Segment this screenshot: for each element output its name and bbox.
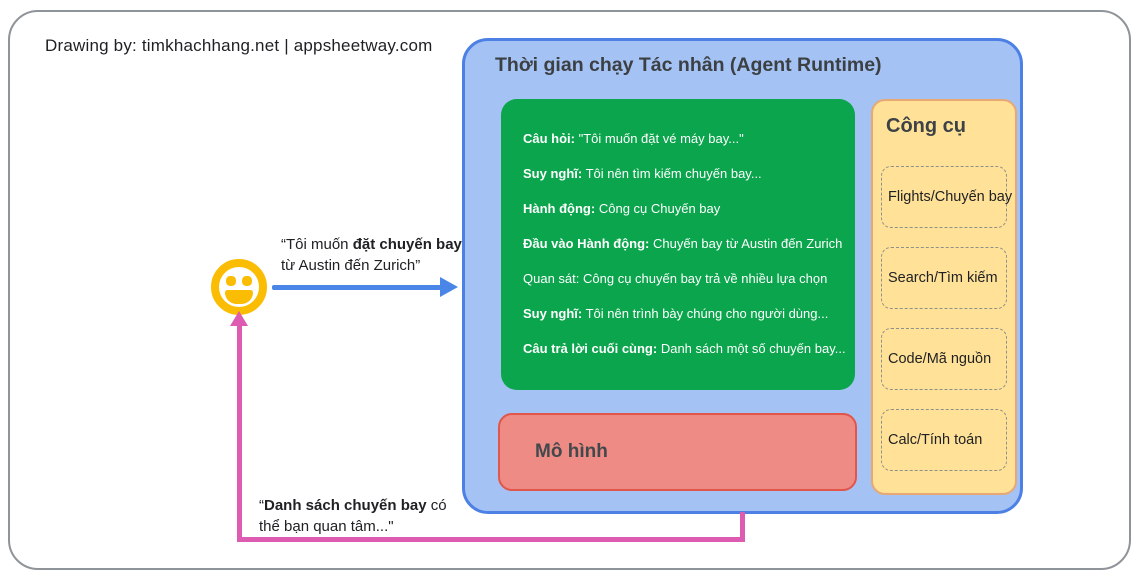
- feedback-bold: Danh sách chuyến bay: [264, 497, 427, 514]
- agent-runtime-panel: Thời gian chạy Tác nhân (Agent Runtime) …: [462, 38, 1023, 514]
- feedback-line2: thể bạn quan tâm...": [259, 518, 394, 535]
- trace-line-label: Suy nghĩ:: [523, 306, 583, 321]
- model-box: Mô hình: [498, 413, 857, 491]
- user-request-line2: từ Austin đến Zurich”: [281, 257, 421, 274]
- trace-line-text: Danh sách một số chuyến bay...: [660, 341, 846, 356]
- trace-line: Suy nghĩ: Tôi nên tìm kiếm chuyến bay...: [523, 165, 833, 182]
- feedback-rest: có: [426, 497, 447, 514]
- feedback-prefix: “: [259, 497, 264, 514]
- trace-line-label: Suy nghĩ:: [523, 166, 583, 181]
- agent-runtime-title: Thời gian chạy Tác nhân (Agent Runtime): [495, 54, 882, 76]
- tool-item-code: Code/Mã nguồn: [881, 328, 1007, 390]
- feedback-arrow-segment-right: [740, 512, 745, 540]
- trace-line-text: Tôi nên trình bày chúng cho người dùng..…: [585, 306, 829, 321]
- diagram-frame: [8, 10, 1131, 570]
- feedback-arrow-segment-left: [237, 324, 242, 540]
- trace-line-text: Công cụ chuyến bay trả về nhiều lựa chọn: [583, 271, 828, 286]
- user-request-text: “Tôi muốn đặt chuyến bay từ Austin đến Z…: [281, 234, 462, 276]
- trace-box: Câu hỏi: "Tôi muốn đặt vé máy bay..." Su…: [501, 99, 855, 390]
- tools-panel: Công cụ Flights/Chuyến bay Search/Tìm ki…: [871, 99, 1017, 495]
- trace-line-text: "Tôi muốn đặt vé máy bay...": [578, 131, 744, 146]
- model-label: Mô hình: [535, 441, 608, 462]
- tool-item-flights: Flights/Chuyến bay: [881, 166, 1012, 228]
- user-smiley-icon: [211, 259, 267, 315]
- feedback-arrow-segment-bottom: [237, 537, 745, 542]
- tool-item-calc: Calc/Tính toán: [881, 409, 1007, 471]
- user-to-agent-arrowhead-icon: [440, 277, 458, 297]
- tools-title: Công cụ: [886, 115, 966, 137]
- trace-line: Đầu vào Hành động: Chuyến bay từ Austin …: [523, 235, 842, 252]
- trace-line-label: Đầu vào Hành động:: [523, 236, 650, 251]
- feedback-arrowhead-icon: [230, 311, 248, 326]
- trace-line-label: Câu hỏi:: [523, 131, 575, 146]
- user-request-prefix: “Tôi muốn: [281, 236, 353, 253]
- trace-line-label: Hành động:: [523, 201, 596, 216]
- trace-line: Quan sát: Công cụ chuyến bay trả về nhiề…: [523, 270, 833, 287]
- smiley-mouth: [225, 290, 253, 304]
- user-to-agent-arrow-line: [272, 285, 442, 290]
- trace-line: Suy nghĩ: Tôi nên trình bày chúng cho ng…: [523, 305, 833, 322]
- trace-line-label: Câu trả lời cuối cùng:: [523, 341, 658, 356]
- trace-line-text: Công cụ Chuyến bay: [598, 201, 721, 216]
- trace-line: Hành động: Công cụ Chuyến bay: [523, 200, 833, 217]
- feedback-text: “Danh sách chuyến bay có thể bạn quan tâ…: [259, 495, 447, 537]
- trace-line-text: Chuyến bay từ Austin đến Zurich: [653, 236, 843, 251]
- trace-line: Câu hỏi: "Tôi muốn đặt vé máy bay...": [523, 130, 833, 147]
- tool-item-search: Search/Tìm kiếm: [881, 247, 1007, 309]
- user-request-bold: đặt chuyến bay: [352, 236, 462, 253]
- trace-line-label: Quan sát:: [523, 271, 580, 286]
- smiley-eye-left: [226, 276, 236, 286]
- trace-line: Câu trả lời cuối cùng: Danh sách một số …: [523, 340, 846, 357]
- credit-text: Drawing by: timkhachhang.net | appsheetw…: [45, 36, 433, 55]
- trace-line-text: Tôi nên tìm kiếm chuyến bay...: [585, 166, 762, 181]
- smiley-eye-right: [242, 276, 252, 286]
